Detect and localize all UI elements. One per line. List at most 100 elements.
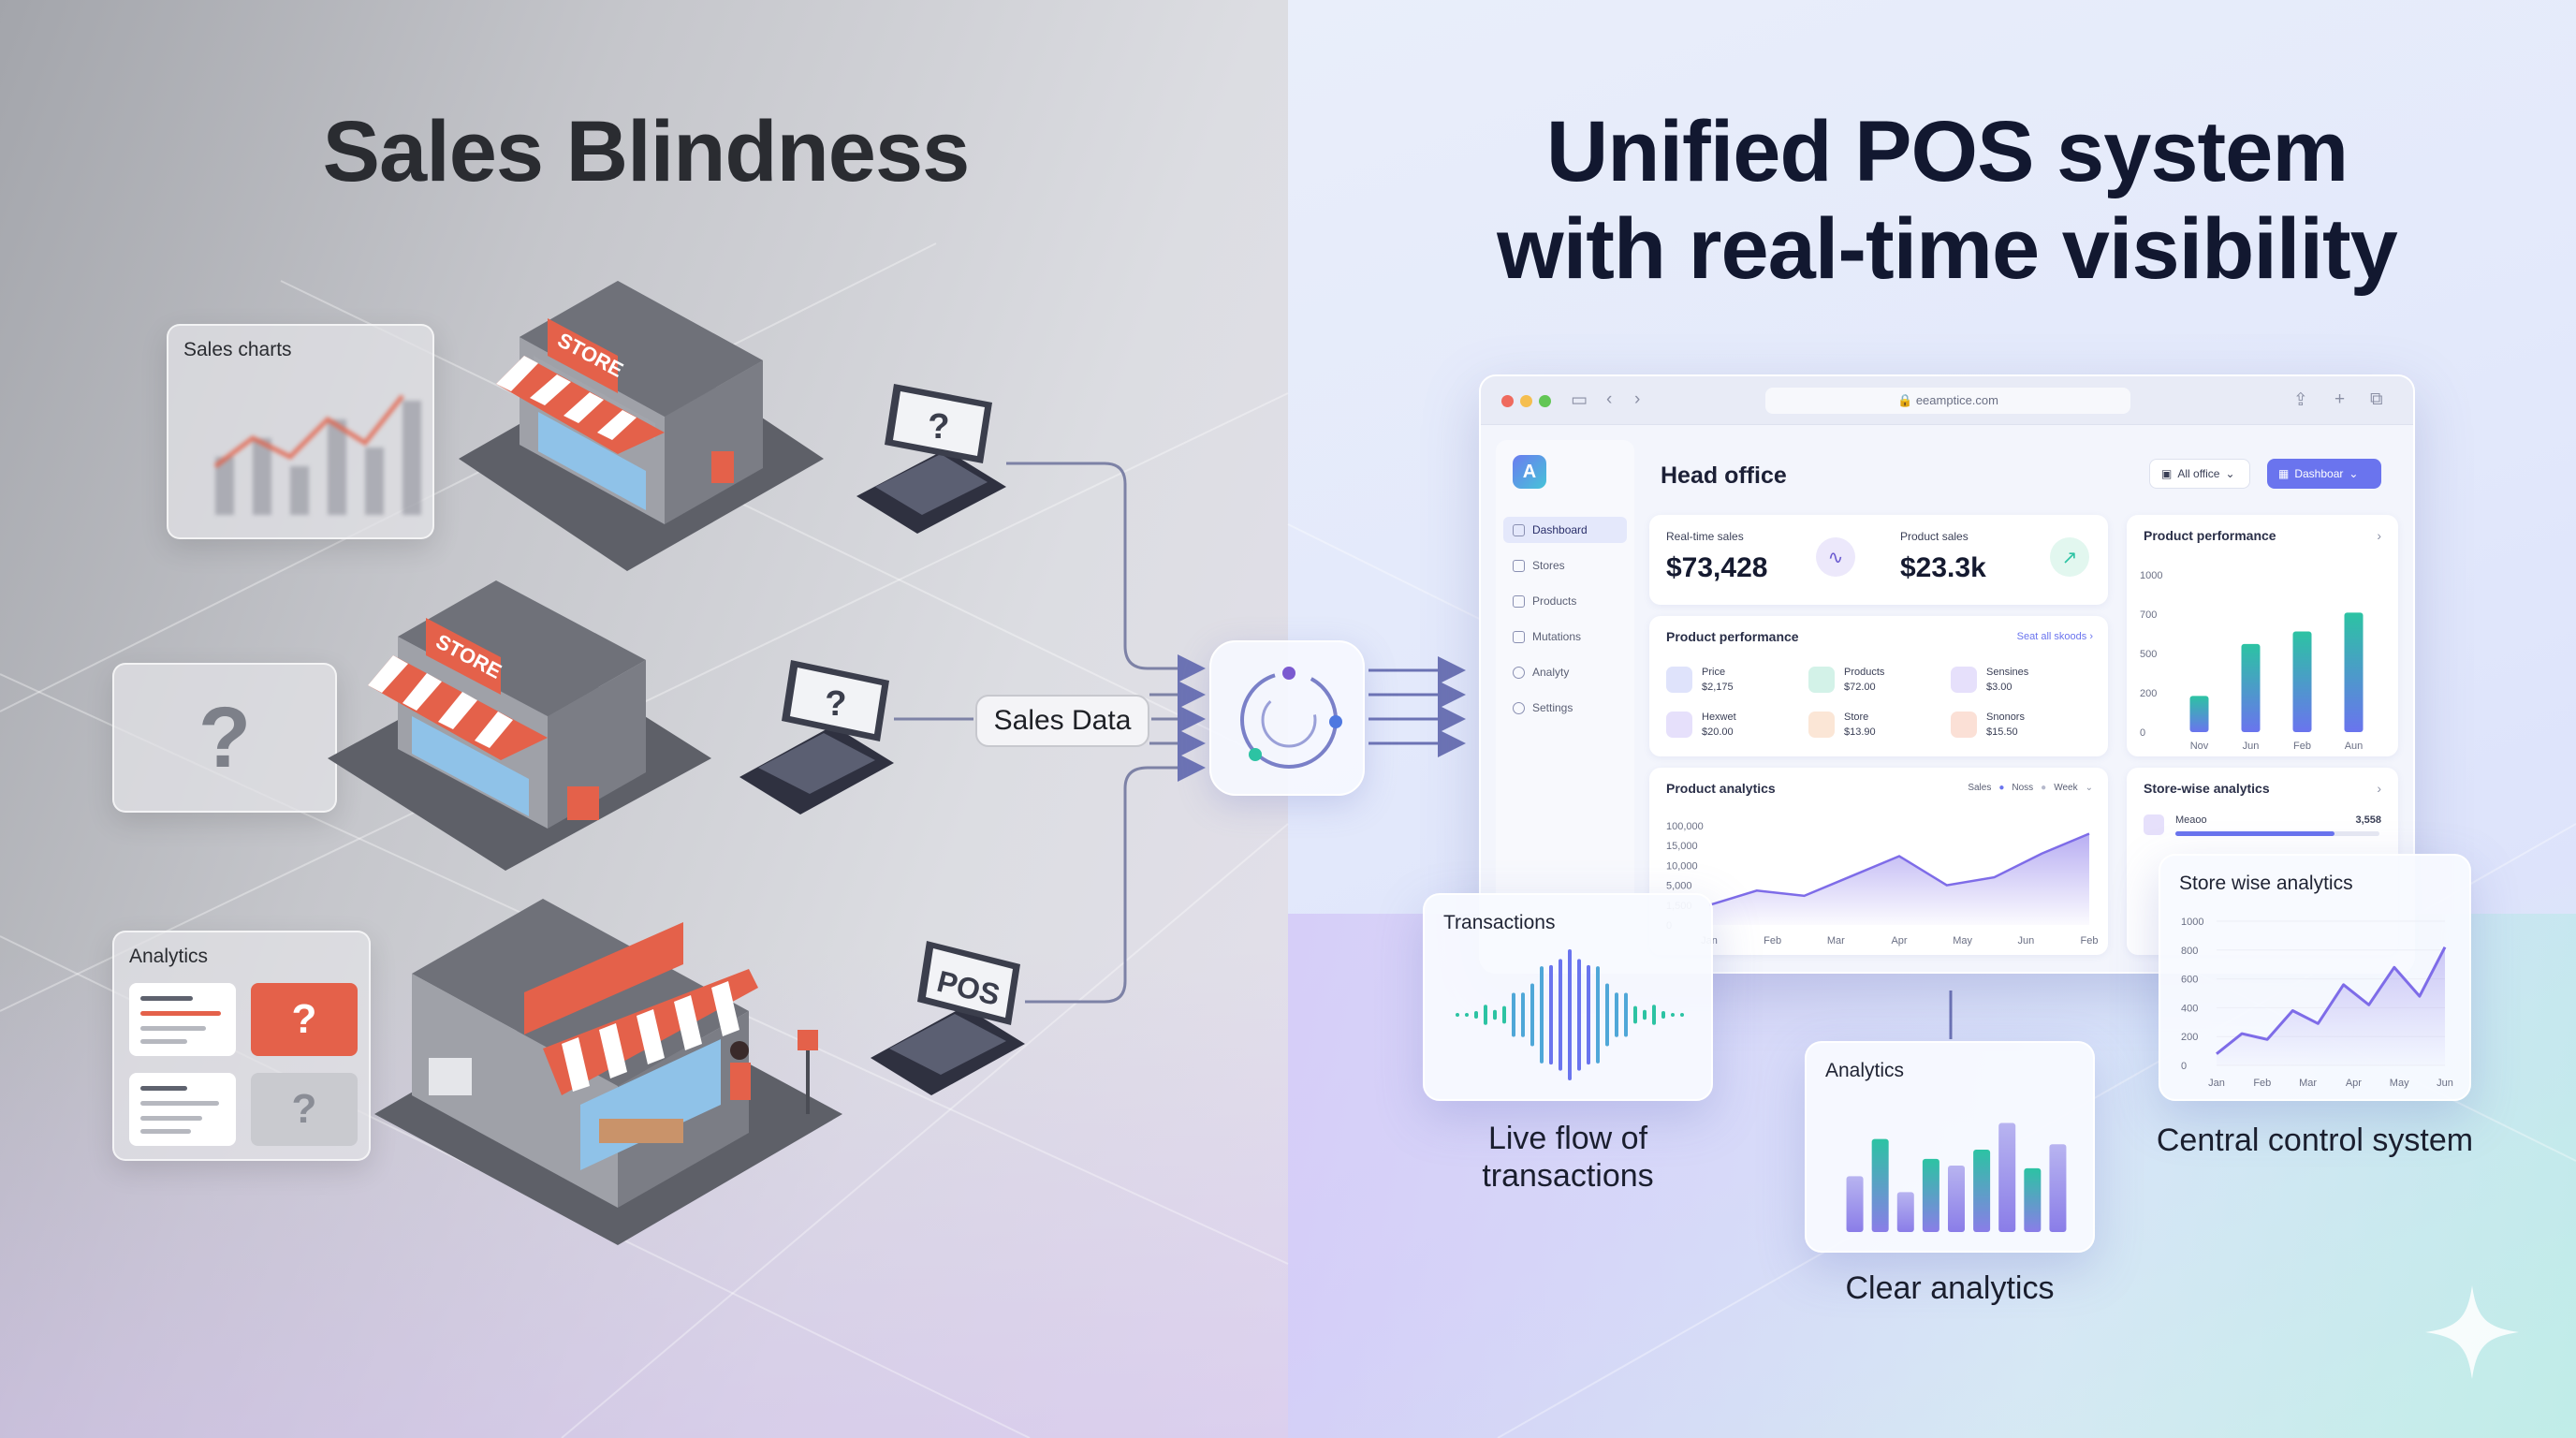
new-tab-icon[interactable]: + xyxy=(2334,389,2346,409)
office-filter-dropdown[interactable]: ▣ All office ⌄ xyxy=(2149,459,2250,489)
tshirt-icon xyxy=(1666,712,1692,738)
area-fill xyxy=(1709,833,2089,925)
product-analytics-chart: 100,00015,00010,0005,0001,5000JanFebMarA… xyxy=(1666,821,2098,946)
y-tick-label: 0 xyxy=(2140,727,2145,739)
nav-item-analytics[interactable]: Analyty xyxy=(1503,659,1627,685)
see-all-label: Seat all skoods xyxy=(2016,631,2087,642)
gear-icon xyxy=(1513,701,1525,714)
nav-label: Products xyxy=(1532,594,1577,608)
bar xyxy=(1998,1123,2016,1232)
nav-item-mutations[interactable]: Mutations xyxy=(1503,624,1627,650)
terminal-2-question: ? xyxy=(825,684,846,724)
pos-terminal-3: POS xyxy=(871,941,1025,1095)
sidebar-toggle-icon[interactable]: ▭ xyxy=(1571,390,1588,410)
x-tick-label: Nov xyxy=(2190,741,2209,752)
live-flow-line1: Live flow of xyxy=(1487,1121,1648,1156)
bar xyxy=(2024,1167,2042,1232)
legend-sales: Sales xyxy=(1968,783,1992,793)
y-tick-label: 100,000 xyxy=(1666,821,1704,832)
product-analytics-title: Product analytics xyxy=(1666,781,1776,796)
pp-item-store: Store$13.90 xyxy=(1808,710,1876,740)
dashboard-dropdown[interactable]: ▦Dashboar⌄ xyxy=(2267,459,2381,489)
store-building-2: STORE xyxy=(328,580,711,871)
page-title: Head office xyxy=(1661,462,1787,489)
x-tick-label: Aun xyxy=(2345,741,2364,752)
analytics-tile-alert: ? xyxy=(251,983,358,1056)
nav-label: Dashboard xyxy=(1532,523,1588,536)
chevron-right-icon[interactable]: › xyxy=(2377,781,2381,796)
question-mark: ? xyxy=(291,996,317,1042)
nav-item-settings[interactable]: Settings xyxy=(1503,695,1627,721)
sales-data-label: Sales Data xyxy=(975,695,1149,747)
x-tick-label: Mar xyxy=(1827,935,1845,946)
bar xyxy=(2292,631,2312,732)
nav-item-products[interactable]: Products xyxy=(1503,588,1627,614)
nav-label: Settings xyxy=(1532,701,1573,714)
y-tick-label: 0 xyxy=(2181,1061,2187,1072)
back-icon[interactable]: ‹ xyxy=(1606,389,1613,409)
chevron-right-icon[interactable]: › xyxy=(2377,528,2381,543)
pp-value: $3.00 xyxy=(1986,682,2012,693)
box-icon xyxy=(1513,594,1525,608)
app-logo: A xyxy=(1513,455,1546,489)
nav-item-stores[interactable]: Stores xyxy=(1503,552,1627,579)
forward-icon[interactable]: › xyxy=(1634,389,1641,409)
wave-bar xyxy=(1587,964,1590,1065)
transaction-waveform xyxy=(1456,949,1684,1080)
kpi-panel: Real-time sales $73,428 ∿ Product sales … xyxy=(1649,515,2108,605)
wave-bar xyxy=(1680,1013,1684,1017)
pp-name: Sensines xyxy=(1986,667,2029,678)
building-icon: ▣ xyxy=(2161,467,2173,480)
legend-noss: Noss xyxy=(2012,783,2034,793)
analytics-tile-unknown: ? xyxy=(251,1073,358,1146)
x-tick-label: Jan xyxy=(2208,1078,2225,1089)
analytics-bar-chart xyxy=(1846,1123,2067,1232)
share-icon[interactable]: ⇪ xyxy=(2293,390,2308,410)
pos-terminal-2: ? xyxy=(739,660,894,814)
analytics-label: Analytics xyxy=(129,946,209,967)
area-line xyxy=(1708,832,2090,906)
transactions-card: Transactions xyxy=(1423,893,1713,1101)
dashboard-icon: ▦ xyxy=(2278,467,2290,480)
trend-wave-icon: ∿ xyxy=(1816,537,1855,577)
wave-bar xyxy=(1671,1013,1675,1017)
nav-item-dashboard[interactable]: Dashboard xyxy=(1503,517,1627,543)
x-tick-label: Feb xyxy=(2293,741,2311,752)
series-line xyxy=(2216,946,2447,1055)
wave-bar xyxy=(1605,983,1609,1047)
bar xyxy=(1922,1158,1939,1232)
y-tick-label: 200 xyxy=(2140,688,2157,699)
pp-item-hexwet: Hexwet$20.00 xyxy=(1666,710,1736,740)
bar xyxy=(2049,1144,2067,1232)
bar xyxy=(2189,696,2209,732)
y-tick-label: 10,000 xyxy=(1666,860,1698,872)
window-maximize-button[interactable] xyxy=(1539,395,1551,407)
nav-label: Mutations xyxy=(1532,630,1582,643)
analytics-tile-list-2 xyxy=(129,1073,236,1146)
pp-name: Price xyxy=(1702,667,1726,678)
x-tick-label: Mar xyxy=(2299,1078,2317,1089)
office-filter-label: All office xyxy=(2177,467,2220,480)
y-tick-label: 600 xyxy=(2181,975,2198,986)
wave-bar xyxy=(1521,992,1525,1037)
product-sales-value: $23.3k xyxy=(1900,552,1986,583)
y-tick-label: 700 xyxy=(2140,609,2157,621)
realtime-sales-value: $73,428 xyxy=(1666,552,1768,583)
y-tick-label: 200 xyxy=(2181,1032,2198,1043)
product-performance-list-panel: Product performance Seat all skoods › Pr… xyxy=(1649,616,2108,756)
analytics-float-card: Analytics xyxy=(1805,1041,2095,1253)
see-all-link[interactable]: Seat all skoods › xyxy=(2016,631,2093,642)
x-tick-label: Feb xyxy=(1764,935,1781,946)
clock-icon xyxy=(1513,666,1525,679)
window-close-button[interactable] xyxy=(1501,395,1514,407)
pp-value: $15.50 xyxy=(1986,726,2018,738)
url-bar[interactable]: 🔒 eeamptice.com xyxy=(1765,388,2130,414)
chevron-down-icon: ⌄ xyxy=(2225,467,2235,480)
window-minimize-button[interactable] xyxy=(1520,395,1532,407)
pp-item-price: Price$2,175 xyxy=(1666,665,1734,695)
tabs-icon[interactable]: ⧉ xyxy=(2370,389,2383,409)
analytics-legend: Sales● Noss● Week⌄ xyxy=(1968,783,2093,793)
pp-name: Products xyxy=(1844,667,1885,678)
